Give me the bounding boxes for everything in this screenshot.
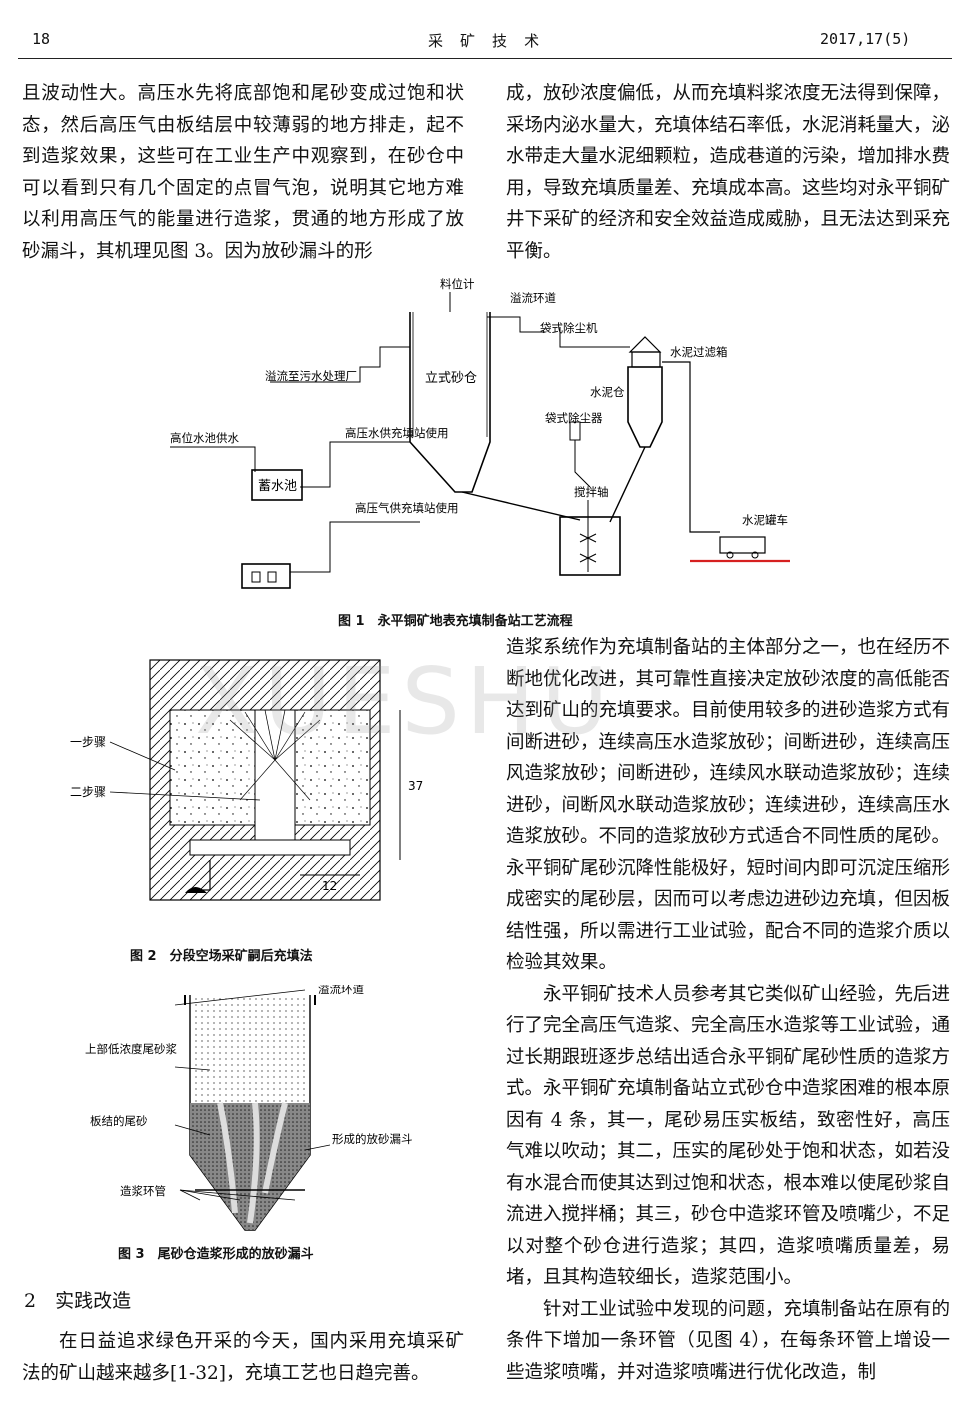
label-stirring-shaft: 搅拌轴 [574,485,609,499]
page-number: 18 [32,30,51,48]
label-overflow-to: 溢流至污水处理厂 [265,369,357,383]
label-hp-air: 高压气供充填站使用 [355,501,459,515]
mixing-tank [559,516,621,576]
label-overflow-ring: 溢流环道 [510,291,556,305]
journal-name: 采 矿 技 术 [428,32,544,50]
right-paragraph-1: 造浆系统作为充填制备站的主体部分之一，也在经历不断地优化改进，其可靠性直接决定放… [506,637,951,973]
label-cement-silo: 水泥仓 [590,385,625,399]
label-bag-collector: 袋式除尘器 [545,411,603,425]
bottom-left-paragraph: 在日益追求绿色开采的今天，国内采用充填采矿法的矿山越来越多[1-32]，充填工艺… [22,1331,464,1384]
label-hp-water: 高压水供充填站使用 [345,426,449,440]
label-bag-collector-top: 袋式除尘机 [540,321,598,335]
right-paragraph-3: 针对工业试验中发现的问题，充填制备站在原有的条件下增加一条环管（见图 4），在每… [506,1298,951,1383]
cement-truck [719,536,766,554]
top-right-paragraph: 成，放砂浓度偏低，从而充填料浆浓度无法得到保障，采场内泌水量大，充填体结石率低，… [506,83,951,262]
label-step1: 一步骤 [70,735,106,749]
cement-silo-outline [627,366,663,448]
label-f3-overflow-ring: 溢流环道 [318,985,364,996]
label-sand-silo: 立式砂仓 [425,371,477,386]
header-rule [18,58,952,59]
label-level-meter: 料位计 [440,277,475,291]
label-upper-slurry: 上部低浓度尾砂浆 [85,1042,177,1056]
figure3-diagram: 溢流环道 上部低浓度尾砂浆 板结的尾砂 形成的放砂漏斗 造浆环管 [85,985,413,1231]
right-paragraph-2: 永平铜矿技术人员参考其它类似矿山经验，先后进行了完全高压气造浆、完全高压水造浆等… [506,983,951,1289]
label-step2: 二步骤 [70,785,106,799]
figure1-caption: 图 1 永平铜矿地表充填制备站工艺流程 [338,614,573,629]
label-hardened: 板结的尾砂 [90,1114,148,1128]
building-box [241,563,291,589]
top-left-paragraph: 且波动性大。高压水先将底部饱和尾砂变成过饱和状态，然后高压气由板结层中较薄弱的地… [22,83,464,262]
label-dim-height: 37 [408,779,423,793]
label-high-pool: 高位水池供水 [170,431,239,445]
figure2-diagram: 一步骤 二步骤 37 12 [70,659,423,901]
right-column-text: 造浆系统作为充填制备站的主体部分之一，也在经历不断地优化改进，其可靠性直接决定放… [506,632,950,1388]
label-reservoir: 蓄水池 [258,479,297,494]
label-funnel: 形成的放砂漏斗 [332,1132,413,1146]
label-ring-pipe: 造浆环管 [120,1184,166,1198]
figure2-caption: 图 2 分段空场采矿嗣后充填法 [130,949,313,964]
label-cement-filter: 水泥过滤箱 [670,345,728,359]
figure3-caption: 图 3 尾砂仓造浆形成的放砂漏斗 [118,1247,314,1262]
reservoir-box [251,469,303,501]
sand-silo-outline [409,312,491,493]
label-cement-truck: 水泥罐车 [742,513,788,527]
issue-info: 2017,17(5) [820,30,911,48]
label-dim-width: 12 [322,879,337,893]
figure1-diagram: 料位计 溢流环道 立式砂仓 溢流至污水处理厂 高位水池供水 高压水供充填站使用 … [170,277,790,589]
section-title: 2 实践改造 [24,1290,132,1312]
